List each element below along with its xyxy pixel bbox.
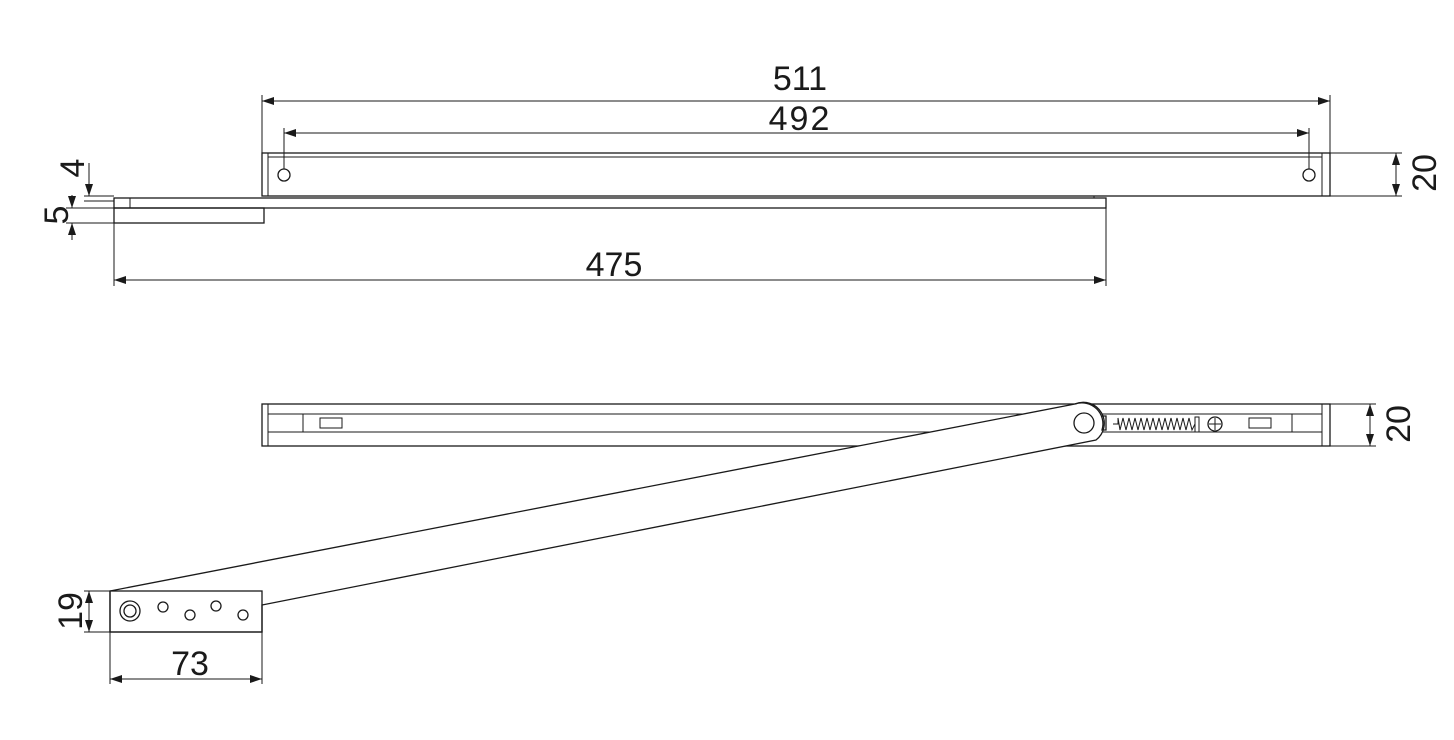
pivot-pin	[1073, 412, 1095, 434]
dimension-top-offset-label: 4	[54, 159, 92, 178]
spring-coil	[1113, 416, 1200, 433]
dimension-track-height-bottom: 20	[1330, 403, 1418, 447]
dimension-track-height-top-label: 20	[1406, 154, 1444, 192]
dimension-arm-length-label: 475	[586, 246, 643, 284]
dimension-overall-length-label: 511	[773, 60, 827, 98]
dimension-plate-thickness-label: 5	[38, 206, 76, 225]
mounting-hole-left	[277, 168, 291, 182]
dimension-plate-thickness: 5	[38, 195, 114, 240]
dimension-top-offset: 4	[54, 159, 114, 202]
dimension-track-height-bottom-label: 20	[1380, 405, 1418, 443]
dimension-hole-spacing-label: 492	[769, 100, 832, 138]
dimension-bracket-width-label: 73	[171, 645, 209, 683]
adjustment-screw-icon	[1207, 416, 1223, 432]
bottom-view: 20 19 73	[52, 401, 1418, 684]
dimension-overall-length: 511	[261, 60, 1331, 153]
dimension-arm-length: 475	[113, 208, 1107, 286]
closer-arm	[109, 401, 1107, 633]
bracket-holes	[119, 600, 249, 622]
dimension-track-height-top: 20	[1330, 152, 1444, 197]
mounting-hole-right	[1302, 168, 1316, 182]
top-arm-plate	[113, 196, 1107, 224]
dimension-hole-spacing: 492	[283, 100, 1310, 169]
bottom-track-rail	[261, 403, 1331, 447]
dimension-bracket-width: 73	[109, 632, 263, 684]
top-track-rail	[261, 152, 1331, 197]
top-view: 511 492 475 20 4	[38, 60, 1444, 286]
dimension-bracket-height: 19	[52, 590, 110, 633]
dimension-bracket-height-label: 19	[52, 592, 90, 630]
